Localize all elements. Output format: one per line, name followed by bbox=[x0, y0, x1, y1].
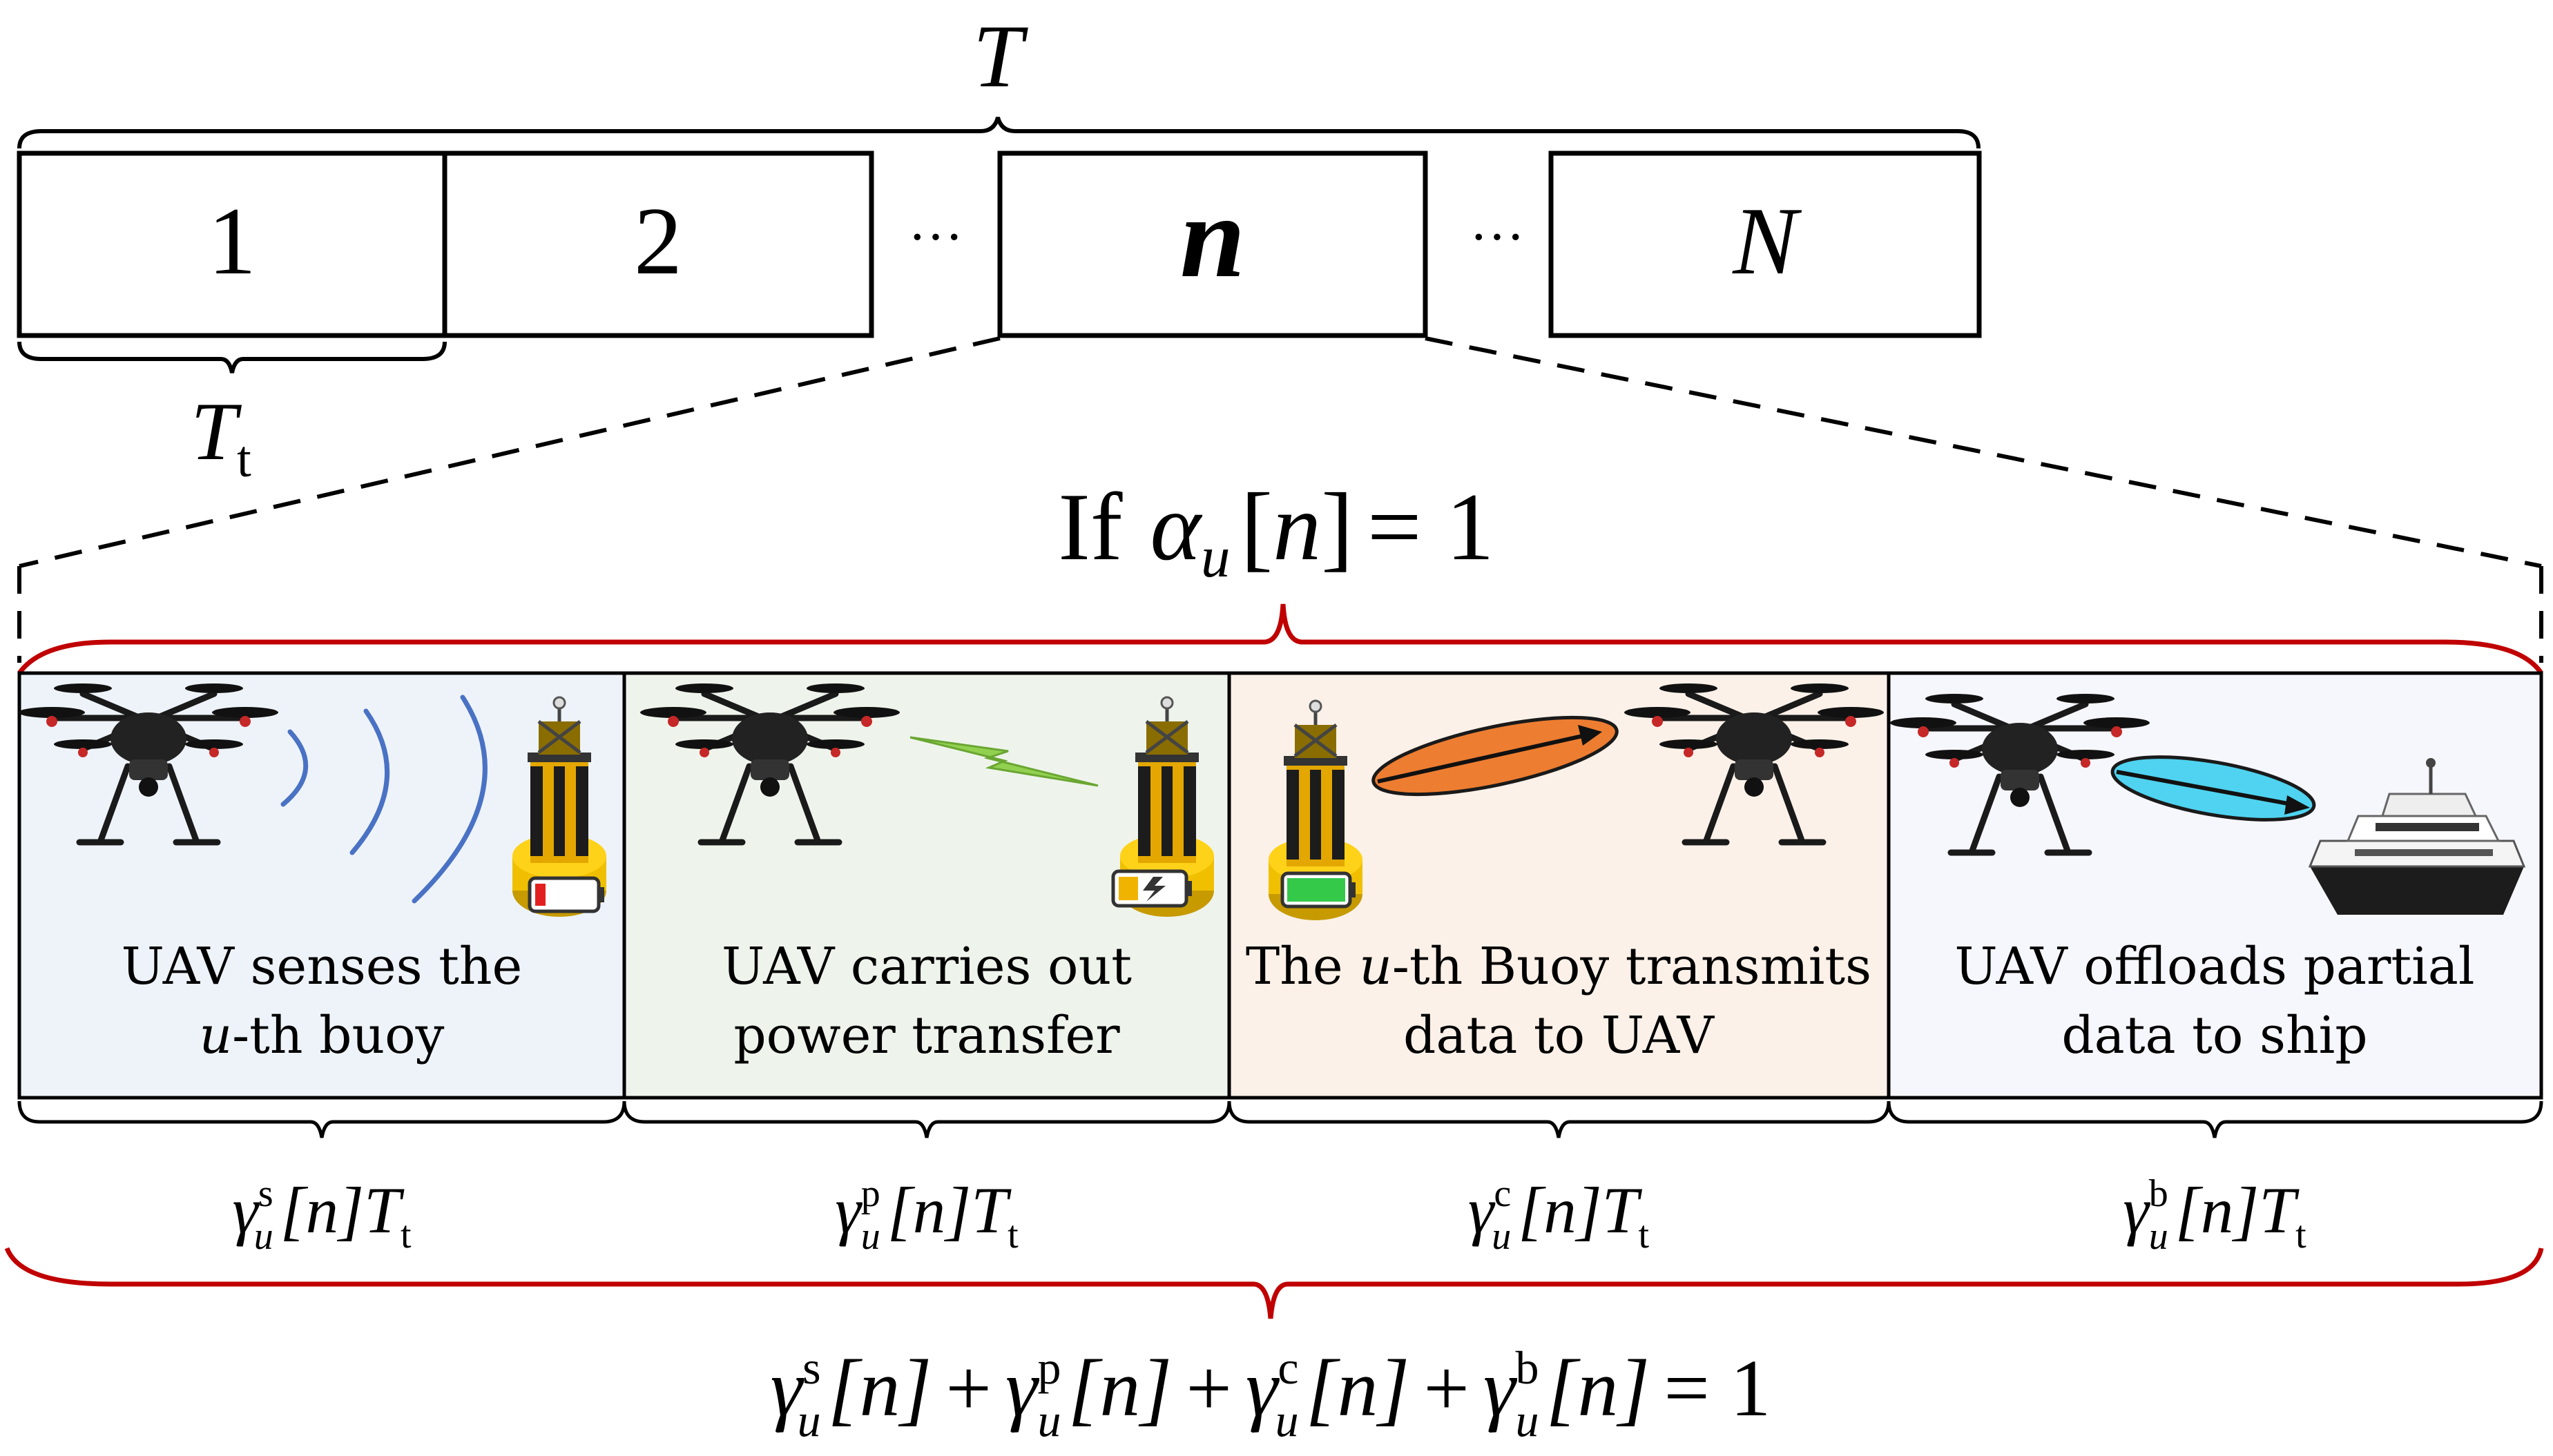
zoom-line-left bbox=[19, 336, 1001, 568]
ship-icon bbox=[2308, 758, 2526, 915]
lightning-icon bbox=[909, 736, 1099, 787]
slot-box-n bbox=[997, 151, 1428, 338]
phase-sensing-line2: u-th buoy bbox=[200, 1006, 445, 1065]
battery-icon bbox=[1280, 871, 1356, 909]
ellipsis-2: ··· bbox=[1470, 207, 1525, 268]
phase-transmit-line1: The u-th Buoy transmits bbox=[1246, 937, 1871, 996]
data-beam-icon bbox=[1371, 715, 1619, 797]
phase-transmit-line2: data to UAV bbox=[1403, 1006, 1715, 1065]
slot-label-2: 2 bbox=[634, 188, 682, 295]
frame-brace-top bbox=[17, 603, 2543, 675]
slot-box-2 bbox=[442, 151, 874, 338]
total-duration-label: T bbox=[973, 7, 1028, 106]
phase-power-line2: power transfer bbox=[733, 1006, 1120, 1065]
phase-offload-line1: UAV offloads partial bbox=[1954, 937, 2474, 996]
phase-panels: UAV senses the u-th buoy UAV carries out… bbox=[19, 671, 2543, 1100]
slot-label-n: n bbox=[1180, 172, 1246, 302]
zoom-line-right bbox=[1425, 336, 2542, 568]
data-beam-icon bbox=[2110, 755, 2316, 822]
wave-icon bbox=[280, 695, 488, 904]
slot-box-1 bbox=[17, 151, 447, 338]
slot-duration-brace bbox=[17, 341, 447, 373]
slot-box-N bbox=[1548, 151, 1982, 338]
frame-brace-bottom bbox=[4, 1247, 2544, 1319]
battery-icon bbox=[528, 876, 604, 913]
phase-duration-braces bbox=[17, 1100, 2543, 1138]
battery-icon bbox=[1111, 869, 1192, 908]
phase-offload-line2: data to ship bbox=[2061, 1006, 2367, 1065]
phase-sensing-line1: UAV senses the bbox=[122, 937, 523, 996]
slot-duration-label: Tt bbox=[191, 385, 251, 488]
slot-label-N: N bbox=[1731, 188, 1802, 295]
ellipsis-1: ··· bbox=[908, 207, 963, 268]
timeline: T 1 2 n N ··· ··· Tt bbox=[17, 7, 2543, 663]
total-duration-brace bbox=[17, 117, 1981, 149]
phase-power-line1: UAV carries out bbox=[722, 937, 1132, 996]
slot-label-1: 1 bbox=[208, 188, 256, 295]
